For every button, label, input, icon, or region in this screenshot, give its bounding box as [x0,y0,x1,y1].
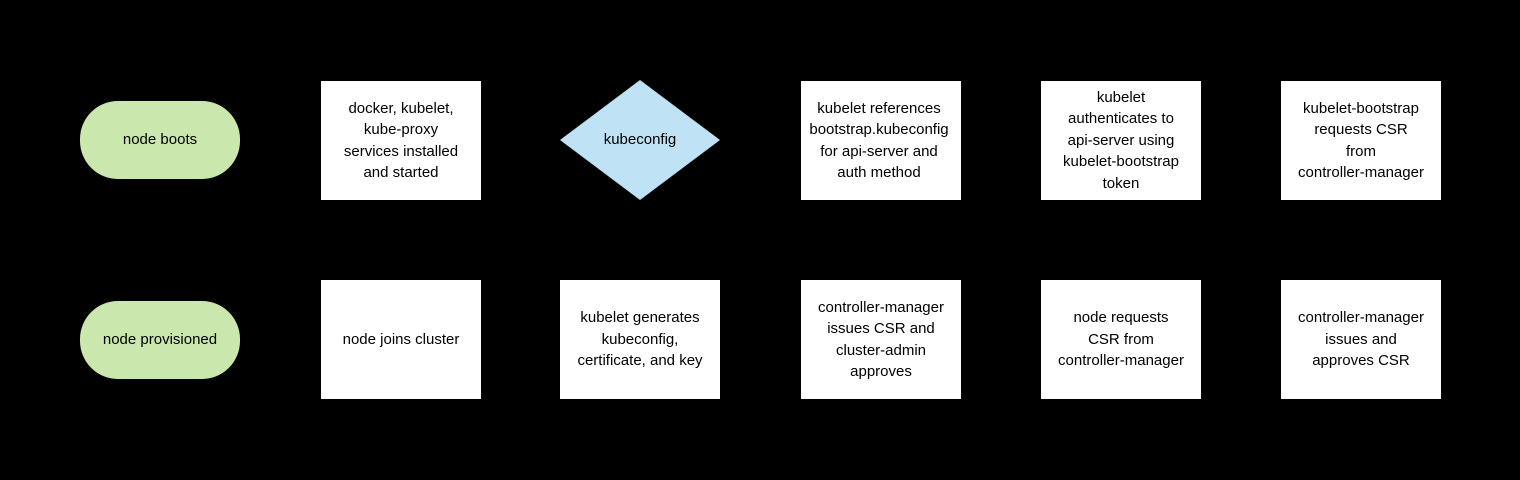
diamond-shape-icon [560,80,720,200]
flow-node-label: kubeconfig [603,131,677,149]
flow-node-kubelet-bootstrap-requests-csr[interactable]: kubelet-bootstrap requests CSR from cont… [1281,81,1441,200]
flow-node-services-installed[interactable]: docker, kubelet, kube-proxy services ins… [321,81,481,200]
flow-node-kubelet-generates[interactable]: kubelet generates kubeconfig, certificat… [560,280,720,399]
flow-node-label: docker, kubelet, kube-proxy services ins… [343,99,459,182]
flow-node-node-boots[interactable]: node boots [80,101,240,179]
flow-node-kubelet-authenticates[interactable]: kubelet authenticates to api-server usin… [1041,81,1201,200]
flow-node-label: node provisioned [102,331,218,349]
flow-node-label: node joins cluster [342,330,460,348]
flow-node-kubeconfig[interactable]: kubeconfig [560,80,720,200]
flow-node-node-requests-csr[interactable]: node requests CSR from controller-manage… [1041,280,1201,399]
flow-node-node-joins-cluster[interactable]: node joins cluster [321,280,481,399]
flow-node-label: kubelet generates kubeconfig, certificat… [577,309,703,370]
flow-node-label: controller-manager issues CSR and cluste… [818,298,944,381]
flow-node-label: kubelet authenticates to api-server usin… [1063,88,1179,192]
flow-node-label: kubelet-bootstrap requests CSR from cont… [1298,99,1424,182]
flow-node-label: controller-manager issues and approves C… [1298,309,1424,370]
flow-node-controller-manager-issues-approves[interactable]: controller-manager issues and approves C… [1281,280,1441,399]
flow-node-kubelet-references-bootstrap[interactable]: kubelet references bootstrap.kubeconfig … [801,81,961,200]
flow-node-controller-manager-issues-csr[interactable]: controller-manager issues CSR and cluste… [801,280,961,399]
flow-node-node-provisioned[interactable]: node provisioned [80,301,240,379]
flow-node-label: node requests CSR from controller-manage… [1058,309,1184,370]
flow-node-label: node boots [122,131,198,149]
flow-node-label: kubelet references bootstrap.kubeconfig … [809,99,949,182]
